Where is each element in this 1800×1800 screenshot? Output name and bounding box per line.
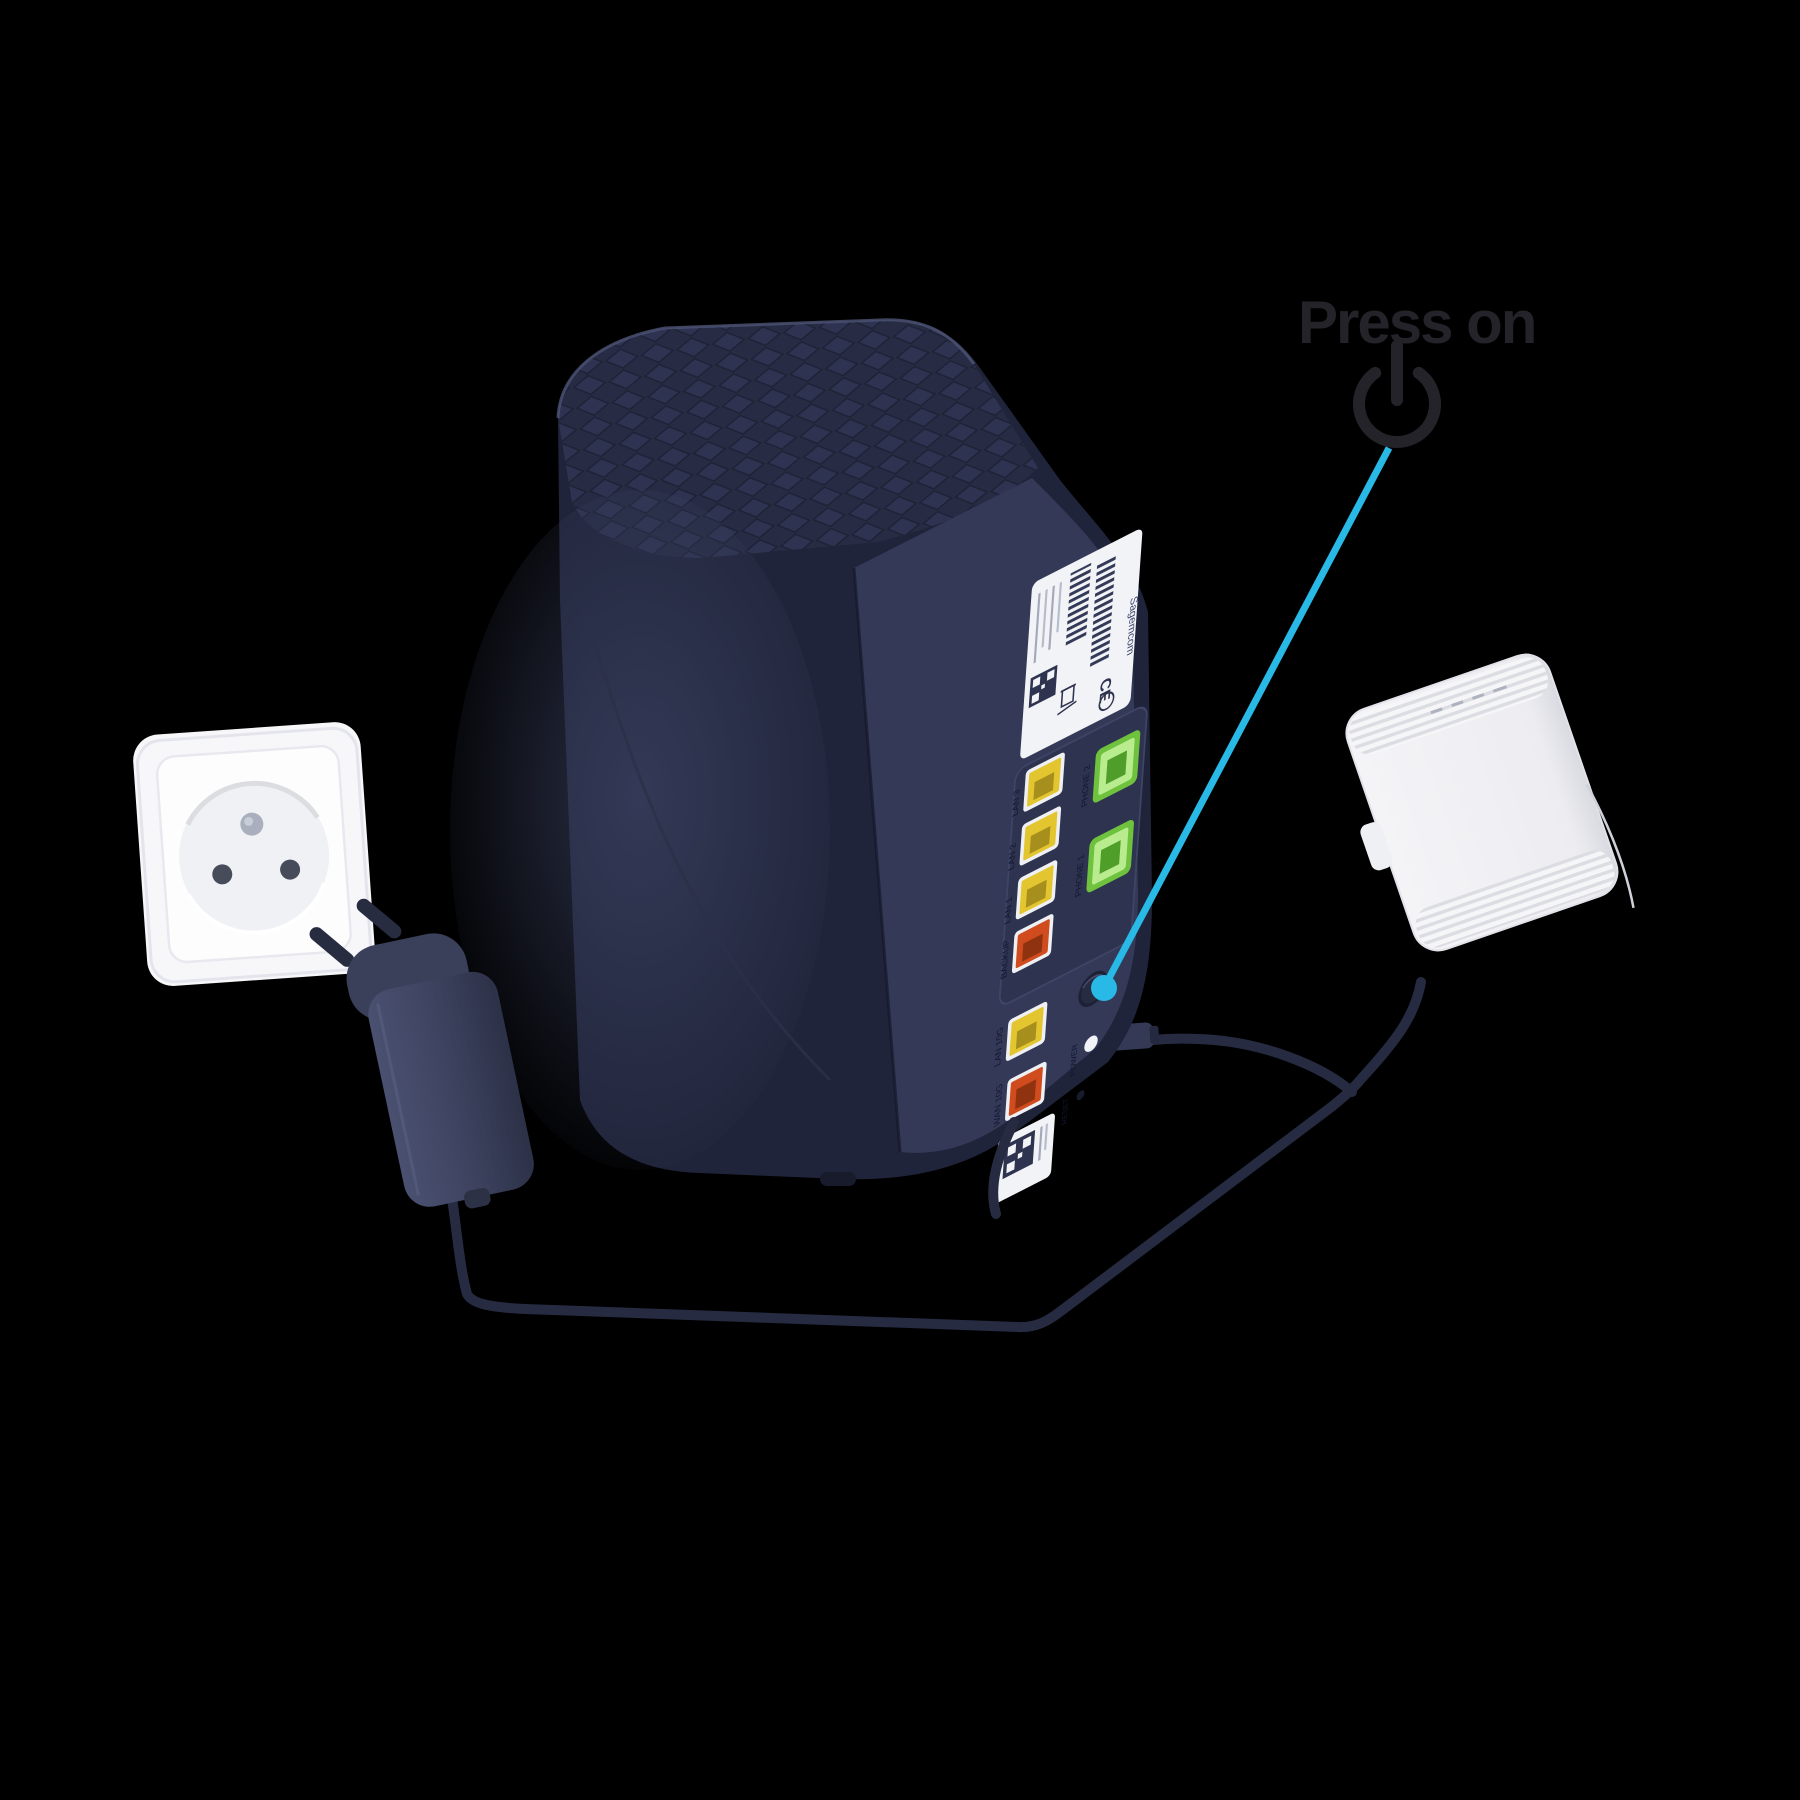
adapter-cable-boot <box>464 1188 491 1209</box>
port-label: BACKUP <box>999 937 1012 981</box>
port-label: PHONE 2 <box>1080 762 1093 809</box>
power-cord <box>447 977 1426 1333</box>
port-label: LAN 3 <box>1011 787 1023 818</box>
fiber-box <box>1345 653 1635 952</box>
barcode <box>1089 554 1116 668</box>
adapter-edge-highlight <box>376 1003 420 1196</box>
port-lan3: LAN 3 <box>1011 752 1065 818</box>
sticker-fine-print <box>1048 585 1055 651</box>
dc-plug-collar <box>1149 1025 1160 1044</box>
outlet-recess-highlight <box>186 882 327 935</box>
fiber-box-bottom-ridges <box>1415 850 1615 948</box>
port-wan10g: WAN 10G <box>992 1061 1047 1129</box>
router-foot <box>820 1172 856 1186</box>
sticker-fine-print <box>1041 588 1048 648</box>
port-lan2: LAN 2 <box>1007 806 1062 872</box>
annotation-label: Press on <box>1298 289 1535 356</box>
router: CE Sagemcom LAN 3 LAN 2 <box>450 318 1152 1219</box>
port-label: LAN 1 <box>1003 895 1015 926</box>
port-lan10g: LAN 10G <box>993 1001 1048 1069</box>
power-icon <box>1353 340 1441 449</box>
outlet-hole-right <box>280 859 301 880</box>
wall-outlet <box>133 722 375 986</box>
router-label-sticker: CE Sagemcom <box>1020 529 1143 759</box>
qr-code <box>1028 664 1058 709</box>
port-label: LAN 2 <box>1007 841 1019 872</box>
port-lan1: LAN 1 <box>1003 860 1058 926</box>
sticker-fine-print <box>1033 592 1041 664</box>
annotation-pointer-line <box>1103 446 1393 984</box>
power-adapter <box>309 898 534 1209</box>
router-front-crease <box>586 619 832 1082</box>
fiber-box-side-tab <box>1360 822 1393 871</box>
annotation-pointer-dot <box>1091 975 1117 1001</box>
router-panel-contents: CE Sagemcom LAN 3 LAN 2 <box>992 529 1148 1203</box>
power-cord-hook <box>1147 1033 1357 1097</box>
router-panel-seam <box>852 567 902 1153</box>
ce-mark: CE <box>1096 674 1115 706</box>
port-label: WAN 10G <box>992 1081 1005 1128</box>
power-led-label: POWER <box>1068 1042 1079 1079</box>
outlet-recess <box>179 781 330 932</box>
sticker-fine-print <box>1056 581 1063 633</box>
outlet-earth-pin-highlight <box>244 816 254 826</box>
power-led: POWER <box>1068 1035 1098 1079</box>
port-phone2: PHONE 2 <box>1080 730 1141 809</box>
power-annotation: Press on <box>1091 289 1537 1001</box>
weee-icon <box>1057 683 1077 716</box>
port-backup: BACKUP <box>999 914 1054 981</box>
cert-mark <box>1098 691 1115 712</box>
router-top-rim <box>556 318 976 419</box>
outlet-recess-shadow <box>185 780 320 826</box>
wan-cable-stub <box>988 1117 1019 1219</box>
reset-label: RESET <box>1060 1096 1070 1127</box>
fiber-pigtail <box>1585 783 1635 909</box>
adapter-prongs <box>309 898 402 967</box>
router-front-sheen <box>450 490 830 1170</box>
barcode <box>1065 562 1092 648</box>
reset-pinhole: RESET <box>1060 1090 1085 1127</box>
port-phone1: PHONE 1 <box>1074 819 1134 899</box>
port-label: LAN 10G <box>993 1025 1006 1069</box>
fiber-box-top-ridges <box>1349 657 1549 755</box>
outlet-hole-left <box>212 864 233 885</box>
brand-label: Sagemcom <box>1124 594 1139 657</box>
outlet-plate-edge <box>135 726 373 984</box>
port-label: PHONE 1 <box>1074 852 1087 899</box>
fiber-box-indicator-labels <box>1430 685 1508 715</box>
